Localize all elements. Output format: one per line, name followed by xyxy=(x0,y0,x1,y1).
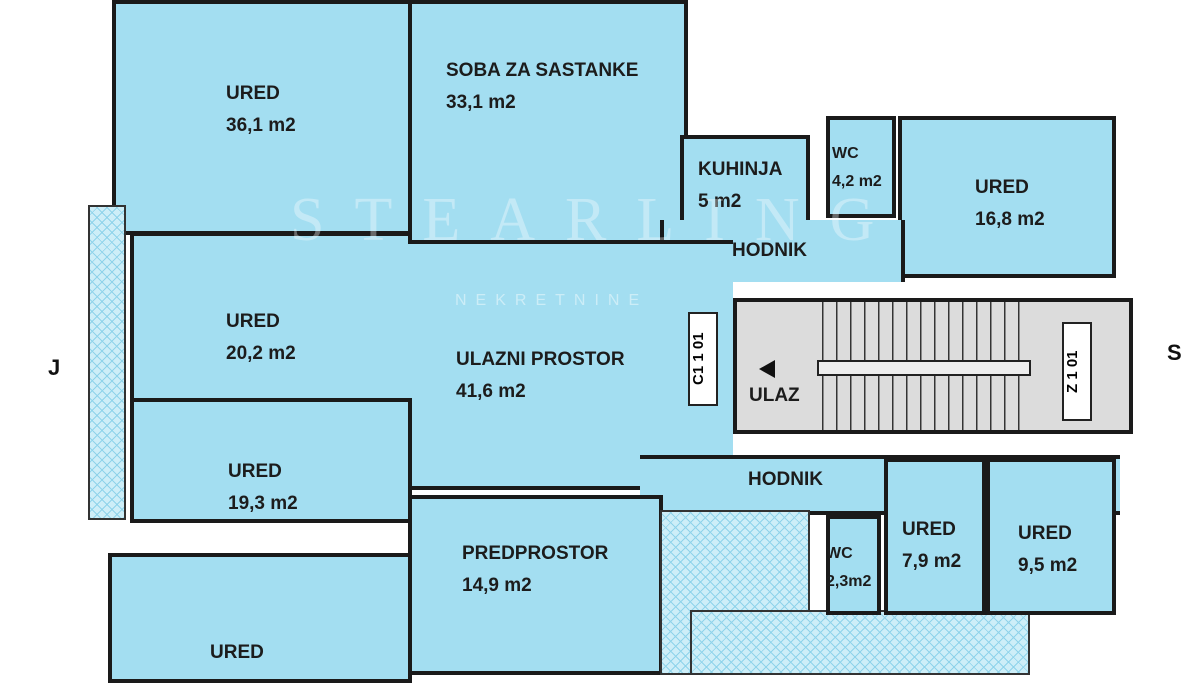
room-ured-7 xyxy=(884,458,986,615)
terrace-bottom xyxy=(690,610,1030,675)
stair-handrail xyxy=(817,360,1031,376)
room-ured-36 xyxy=(112,0,412,235)
room-ulazni-prostor xyxy=(408,240,733,490)
label-ured-bottom: URED xyxy=(210,642,264,663)
watermark-sub: NEKRETNINE xyxy=(455,292,649,309)
compass-east: S xyxy=(1167,340,1182,365)
staircase: ULAZ Z 1 01 xyxy=(733,298,1133,434)
watermark-brand: STEARLING xyxy=(290,186,905,254)
room-wc-bottom xyxy=(826,515,881,615)
room-ured-16 xyxy=(898,116,1116,278)
balcony xyxy=(88,205,126,520)
label-hodnik-bottom: HODNIK xyxy=(748,469,823,490)
tag-z-1-01: Z 1 01 xyxy=(1062,322,1092,421)
room-ured-19 xyxy=(130,398,412,523)
room-wc-top xyxy=(826,116,896,218)
label-hodnik-top: HODNIK xyxy=(732,240,807,261)
room-ured-bottom xyxy=(108,553,412,683)
compass-west: J xyxy=(48,355,61,380)
entrance-arrow-icon xyxy=(759,360,775,378)
room-soba-za-sastanke xyxy=(408,0,688,245)
label-ulaz: ULAZ xyxy=(749,385,800,406)
room-ured-9 xyxy=(986,458,1116,615)
tag-c1-1-01: C1 1 01 xyxy=(688,312,718,406)
